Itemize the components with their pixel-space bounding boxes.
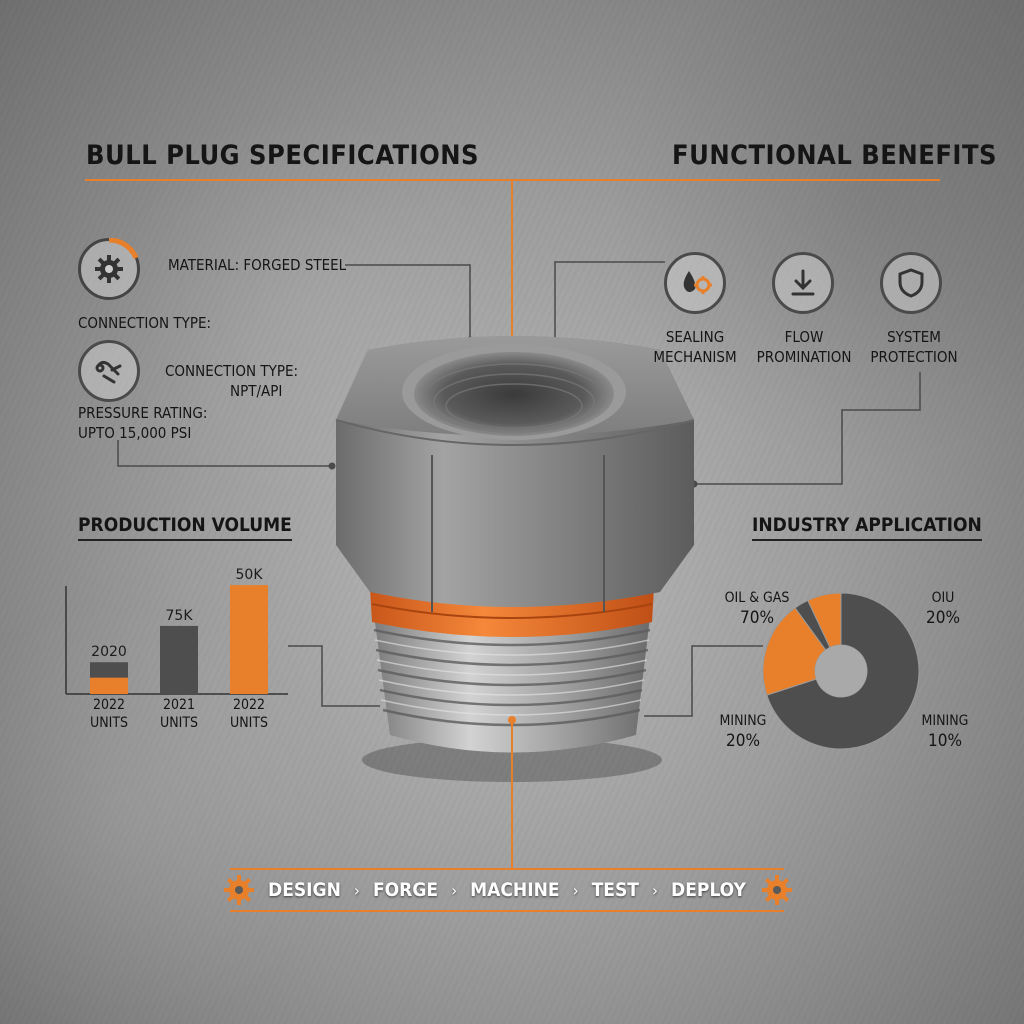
connection-type-value: NPT/API — [230, 382, 283, 400]
benefit-badge-flow — [772, 252, 834, 314]
benefit-badge-sealing — [664, 252, 726, 314]
process-step-design: DESIGN — [268, 879, 341, 901]
process-flow-bar: DESIGN › FORGE › MACHINE › TEST › DEPLOY — [230, 868, 784, 912]
bar — [160, 625, 198, 694]
pie-label-oil-gas: OIL & GAS 70% — [724, 590, 790, 629]
specifications-title: BULL PLUG SPECIFICATIONS — [86, 140, 480, 171]
drop-gear-icon — [683, 271, 712, 294]
bar-top-label: 50K — [236, 567, 264, 583]
benefit-flow-label: FLOW PROMINATION — [756, 328, 852, 366]
process-separator: › — [354, 880, 360, 900]
bar — [230, 585, 268, 694]
bar-segment — [90, 677, 128, 694]
process-separator: › — [451, 880, 457, 900]
benefit-protection-label: SYSTEM PROTECTION — [870, 328, 958, 366]
benefits-title: FUNCTIONAL BENEFITS — [672, 140, 998, 171]
material-gear-badge — [78, 238, 140, 300]
pie-hole — [815, 645, 867, 697]
wrench-icon — [95, 360, 122, 384]
industry-application-title: INDUSTRY APPLICATION — [752, 514, 982, 541]
process-step-forge: FORGE — [372, 879, 439, 901]
process-step-deploy: DEPLOY — [671, 879, 746, 901]
pie-label-mining-right: MINING 10% — [921, 713, 969, 752]
process-step-test: TEST — [591, 879, 639, 901]
gear-icon — [95, 255, 123, 283]
download-arrow-icon — [791, 269, 815, 296]
process-separator: › — [652, 880, 658, 900]
connection-type-label: CONNECTION TYPE: — [165, 362, 299, 380]
pie-label-mining-left: MINING 20% — [719, 713, 767, 752]
bar-top-label: 75K — [166, 608, 194, 624]
material-label: MATERIAL: FORGED STEEL — [168, 256, 347, 274]
process-start-gear-icon — [224, 875, 254, 905]
process-end-gear-icon — [762, 875, 792, 905]
connection-badge — [78, 340, 140, 402]
process-separator: › — [572, 880, 579, 900]
connection-type-heading: CONNECTION TYPE: — [78, 314, 212, 332]
bar-top-label: 2020 — [91, 644, 127, 660]
pressure-rating-label: PRESSURE RATING: — [78, 404, 208, 422]
pressure-rating-value: UPTO 15,000 PSI — [78, 424, 192, 442]
shield-icon — [898, 268, 924, 298]
process-step-machine: MACHINE — [470, 879, 560, 901]
industry-pie-chart — [762, 592, 920, 750]
pie-label-oiu: OIU 20% — [926, 590, 960, 629]
benefit-sealing-label: SEALING MECHANISM — [653, 328, 737, 366]
benefit-badge-protection — [880, 252, 942, 314]
production-bar-chart: 2020 75K 50K — [65, 567, 288, 695]
production-volume-title: PRODUCTION VOLUME — [78, 514, 292, 541]
